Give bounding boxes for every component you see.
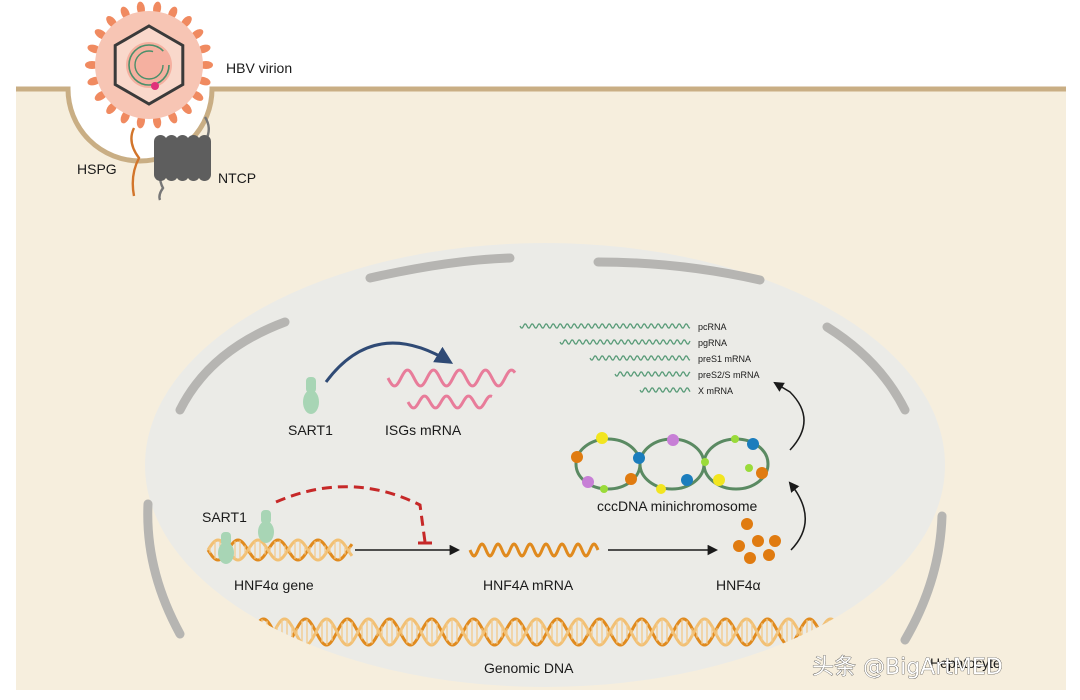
watermark: 头条 @BigArtMED: [812, 655, 1003, 680]
label-pres1-mrna: preS1 mRNA: [698, 354, 751, 364]
label-genomic-dna: Genomic DNA: [484, 660, 574, 676]
hbv-virion: [85, 1, 213, 129]
transcript-wave: [639, 387, 691, 393]
transcript-wave: [519, 323, 691, 329]
label-pcrna: pcRNA: [698, 322, 727, 332]
label-hnf4a-mrna: HNF4A mRNA: [483, 577, 574, 593]
hnf4a-gene-base-pairs: [209, 540, 351, 560]
sart1-protein-bound: [218, 510, 274, 564]
envelope-spikes: [85, 1, 213, 129]
label-x-mrna: X mRNA: [698, 386, 733, 396]
nucleus: [145, 243, 945, 687]
transcript-wave: [589, 355, 691, 361]
nuclear-envelope: [143, 253, 947, 645]
isg-mrna-1: [386, 368, 517, 388]
label-hepatocyte: Hepatocyte: [930, 655, 1001, 671]
transcript-wave: [559, 339, 691, 345]
activation-arrow: [324, 341, 454, 383]
label-virion: HBV virion: [226, 60, 292, 76]
hspg-receptor: [130, 127, 141, 197]
isg-mrna-2: [406, 394, 493, 410]
viral-transcripts: [519, 323, 691, 393]
transcript-wave: [614, 371, 691, 377]
ntcp-transporter: [154, 116, 211, 201]
plasma-membrane: [16, 86, 1066, 164]
binding-arrow: [788, 481, 806, 551]
sart1-protein-top: [303, 377, 319, 414]
cccdna-minichromosome: [571, 432, 770, 494]
label-ntcp: NTCP: [218, 170, 256, 186]
transcription-arrow-viral: [773, 381, 805, 451]
hnf4a-protein: [733, 518, 781, 564]
label-isgs-mrna: ISGs mRNA: [385, 422, 462, 438]
label-sart1-bottom: SART1: [202, 509, 247, 525]
hnf4a-mrna: [468, 542, 600, 558]
inhibition-arrow: [275, 485, 427, 543]
label-pgrna: pgRNA: [698, 338, 727, 348]
polymerase-dot: [151, 82, 159, 90]
label-hnf4a-protein: HNF4α: [716, 577, 761, 593]
label-hspg: HSPG: [77, 161, 117, 177]
label-hnf4a-gene: HNF4α gene: [234, 577, 314, 593]
label-sart1-top: SART1: [288, 422, 333, 438]
label-pres2s-mrna: preS2/S mRNA: [698, 370, 760, 380]
label-cccdna: cccDNA minichromosome: [597, 498, 757, 514]
